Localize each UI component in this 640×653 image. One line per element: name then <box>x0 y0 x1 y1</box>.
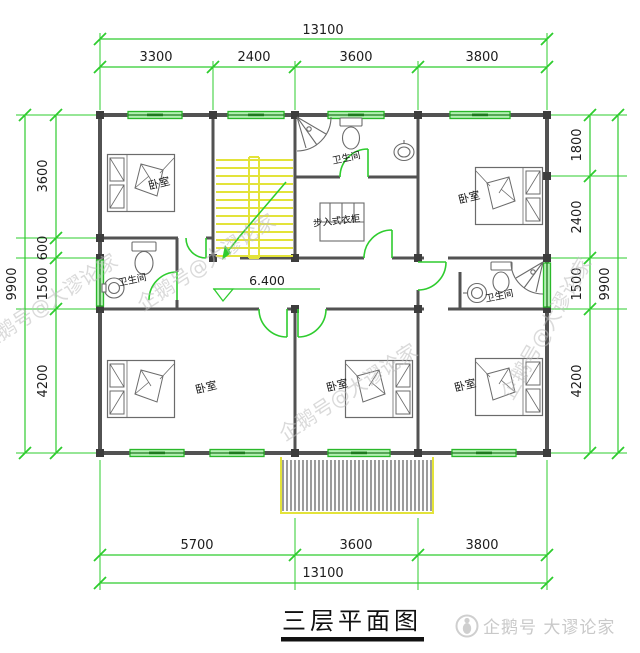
bed-bottom-left <box>106 359 176 419</box>
dim-right-overall: 9900 <box>598 267 613 300</box>
dim-right-seg-4: 4200 <box>570 364 585 397</box>
dim-right-seg-2: 2400 <box>570 200 585 233</box>
door-bathroom-middle <box>339 148 369 178</box>
dim-right-seg-1: 1800 <box>570 128 585 161</box>
shower-bathroom-right <box>510 261 544 295</box>
doors <box>148 148 447 338</box>
window <box>227 110 285 120</box>
label-bedroom-bottom-right: 卧室 <box>453 376 478 395</box>
dim-bottom-seg-2: 3600 <box>339 538 372 553</box>
balcony <box>280 457 434 514</box>
dim-top-seg-2: 2400 <box>237 50 270 65</box>
penguin-icon <box>455 614 479 638</box>
window <box>209 448 265 458</box>
staircase <box>216 156 293 260</box>
door-bedroom-bottom-left <box>258 308 288 338</box>
label-bathroom-middle: 卫生间 <box>331 149 361 167</box>
dimension-ticks <box>18 32 625 590</box>
dim-right-seg-3: 1500 <box>570 267 585 300</box>
window <box>127 110 183 120</box>
label-bedroom-top-left: 卧室 <box>147 174 172 193</box>
dim-left-seg-2: 600 <box>36 236 51 261</box>
level-marker: 6.400 <box>212 273 320 303</box>
window <box>542 262 552 308</box>
sink-bathroom-right <box>463 282 488 304</box>
door-bedroom-top-left <box>185 237 207 259</box>
level-triangle-icon <box>212 288 235 303</box>
dim-top-seg-1: 3300 <box>139 50 172 65</box>
label-bedroom-bottom-middle: 卧室 <box>325 376 350 395</box>
bed-top-right <box>474 166 544 226</box>
sink-bathroom-left <box>101 277 125 299</box>
door-bathroom-left <box>148 271 178 301</box>
furniture <box>101 116 544 419</box>
room-labels: 卧室 卧室 卧室 卧室 卧室 卫生间 卫生间 卫生间 步入式衣柜 <box>117 149 514 396</box>
watermark-text: 企鹅号@大谬论家 <box>133 208 280 315</box>
dim-bottom-overall: 13100 <box>302 566 343 581</box>
stair-treads <box>216 159 293 257</box>
dim-left-seg-1: 3600 <box>36 159 51 192</box>
footer-branding: 企鹅号 大谬论家 <box>455 614 615 638</box>
dimension-lines <box>24 38 619 584</box>
dim-left-seg-3: 1500 <box>36 267 51 300</box>
dim-top-seg-3: 3600 <box>339 50 372 65</box>
toilet-bathroom-right <box>490 261 513 293</box>
dimension-annotations: 13100 3300 2400 3600 3800 5700 3600 3800… <box>5 23 627 590</box>
title-underline <box>281 637 424 642</box>
stair-stringer <box>248 156 260 259</box>
windows <box>95 110 552 458</box>
dim-bottom-seg-3: 3800 <box>465 538 498 553</box>
door-bedroom-bottom-middle <box>297 308 327 338</box>
balcony-border <box>280 457 434 514</box>
window <box>449 110 511 120</box>
stair-arrowhead <box>222 245 231 260</box>
label-bathroom-left: 卫生间 <box>117 271 147 289</box>
window <box>451 448 517 458</box>
sink-bathroom-middle <box>393 140 415 162</box>
dim-left-seg-4: 4200 <box>36 364 51 397</box>
label-bedroom-bottom-left: 卧室 <box>194 378 219 397</box>
stair-direction-arrow <box>223 181 287 257</box>
dim-top-seg-4: 3800 <box>465 50 498 65</box>
balcony-door-window <box>327 448 391 458</box>
dim-left-overall: 9900 <box>5 267 20 300</box>
door-walk-in-closet <box>363 229 393 259</box>
toilet-bathroom-middle <box>339 117 363 150</box>
level-value: 6.400 <box>249 273 285 288</box>
toilet-bathroom-left <box>131 241 157 276</box>
wardrobe <box>319 202 365 242</box>
door-vestibule <box>417 261 447 291</box>
footer-watermark-text: 企鹅号 大谬论家 <box>483 618 615 638</box>
shower-bathroom-middle <box>296 116 332 152</box>
label-bedroom-top-right: 卧室 <box>457 188 482 207</box>
structural-columns <box>96 111 551 457</box>
label-walk-in-closet: 步入式衣柜 <box>312 213 361 230</box>
window <box>129 448 185 458</box>
window <box>95 259 105 307</box>
balcony-railing-hatch <box>282 460 432 511</box>
dim-top-overall: 13100 <box>302 23 343 38</box>
label-bathroom-right: 卫生间 <box>484 287 514 305</box>
page-title: 三层平面图 <box>282 607 422 635</box>
title-block: 三层平面图 <box>281 607 424 642</box>
dim-bottom-seg-1: 5700 <box>180 538 213 553</box>
